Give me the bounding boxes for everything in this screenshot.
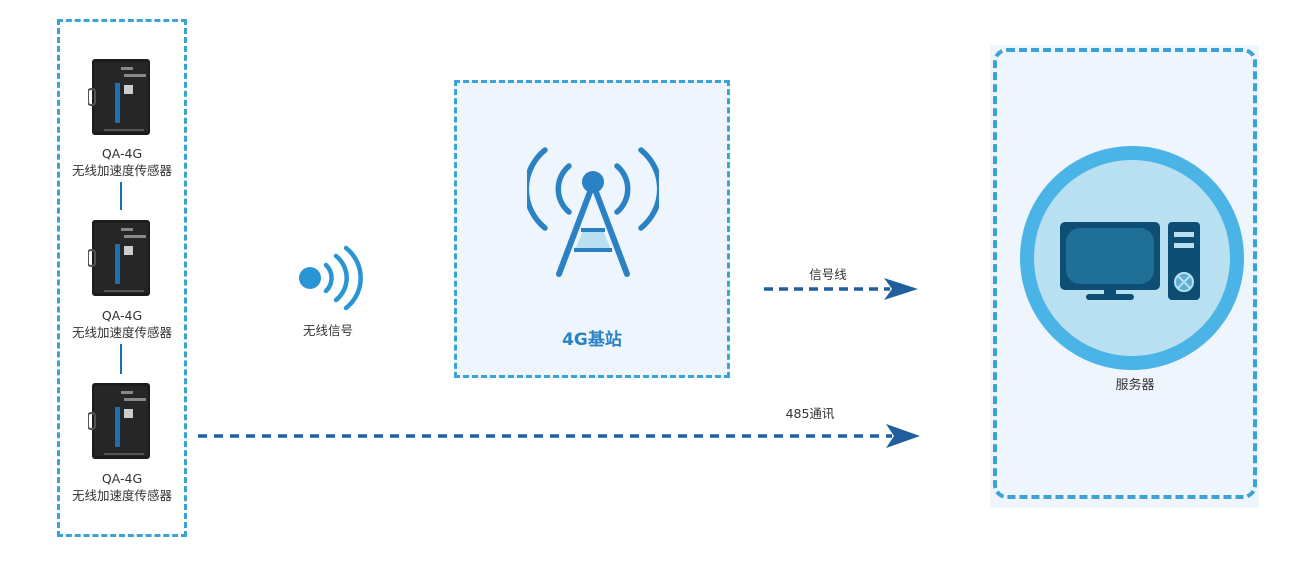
base-station-label: 4G基站 xyxy=(562,330,622,350)
sensor-model-label: QA-4G xyxy=(101,146,143,161)
sensor-device-icon xyxy=(87,220,150,296)
signal-line-arrow xyxy=(762,276,922,304)
sensor-model-label: QA-4G xyxy=(101,471,143,486)
sensor-device-1 xyxy=(87,57,154,137)
sensor-model-label: QA-4G xyxy=(101,308,143,323)
sensor-device-3 xyxy=(87,381,154,461)
cell-tower-icon xyxy=(523,144,663,278)
wireless-signal-label: 无线信号 xyxy=(302,323,353,338)
sensor-device-icon xyxy=(87,383,150,459)
wireless-signal-icon xyxy=(296,245,368,311)
server-label: 服务器 xyxy=(1115,378,1155,393)
signal-line-label: 信号线 xyxy=(809,267,847,282)
sensor-connector xyxy=(120,344,122,374)
rs485-label: 485通讯 xyxy=(785,406,835,421)
sensor-name-label: 无线加速度传感器 xyxy=(71,325,172,340)
sensor-device-2 xyxy=(87,218,154,298)
sensor-name-label: 无线加速度传感器 xyxy=(71,488,172,503)
server-panel xyxy=(993,48,1257,499)
server-icon xyxy=(1020,146,1244,370)
sensor-name-label: 无线加速度传感器 xyxy=(71,163,172,178)
sensor-device-icon xyxy=(87,59,150,135)
rs485-arrow xyxy=(196,422,924,450)
sensor-connector xyxy=(120,182,122,210)
